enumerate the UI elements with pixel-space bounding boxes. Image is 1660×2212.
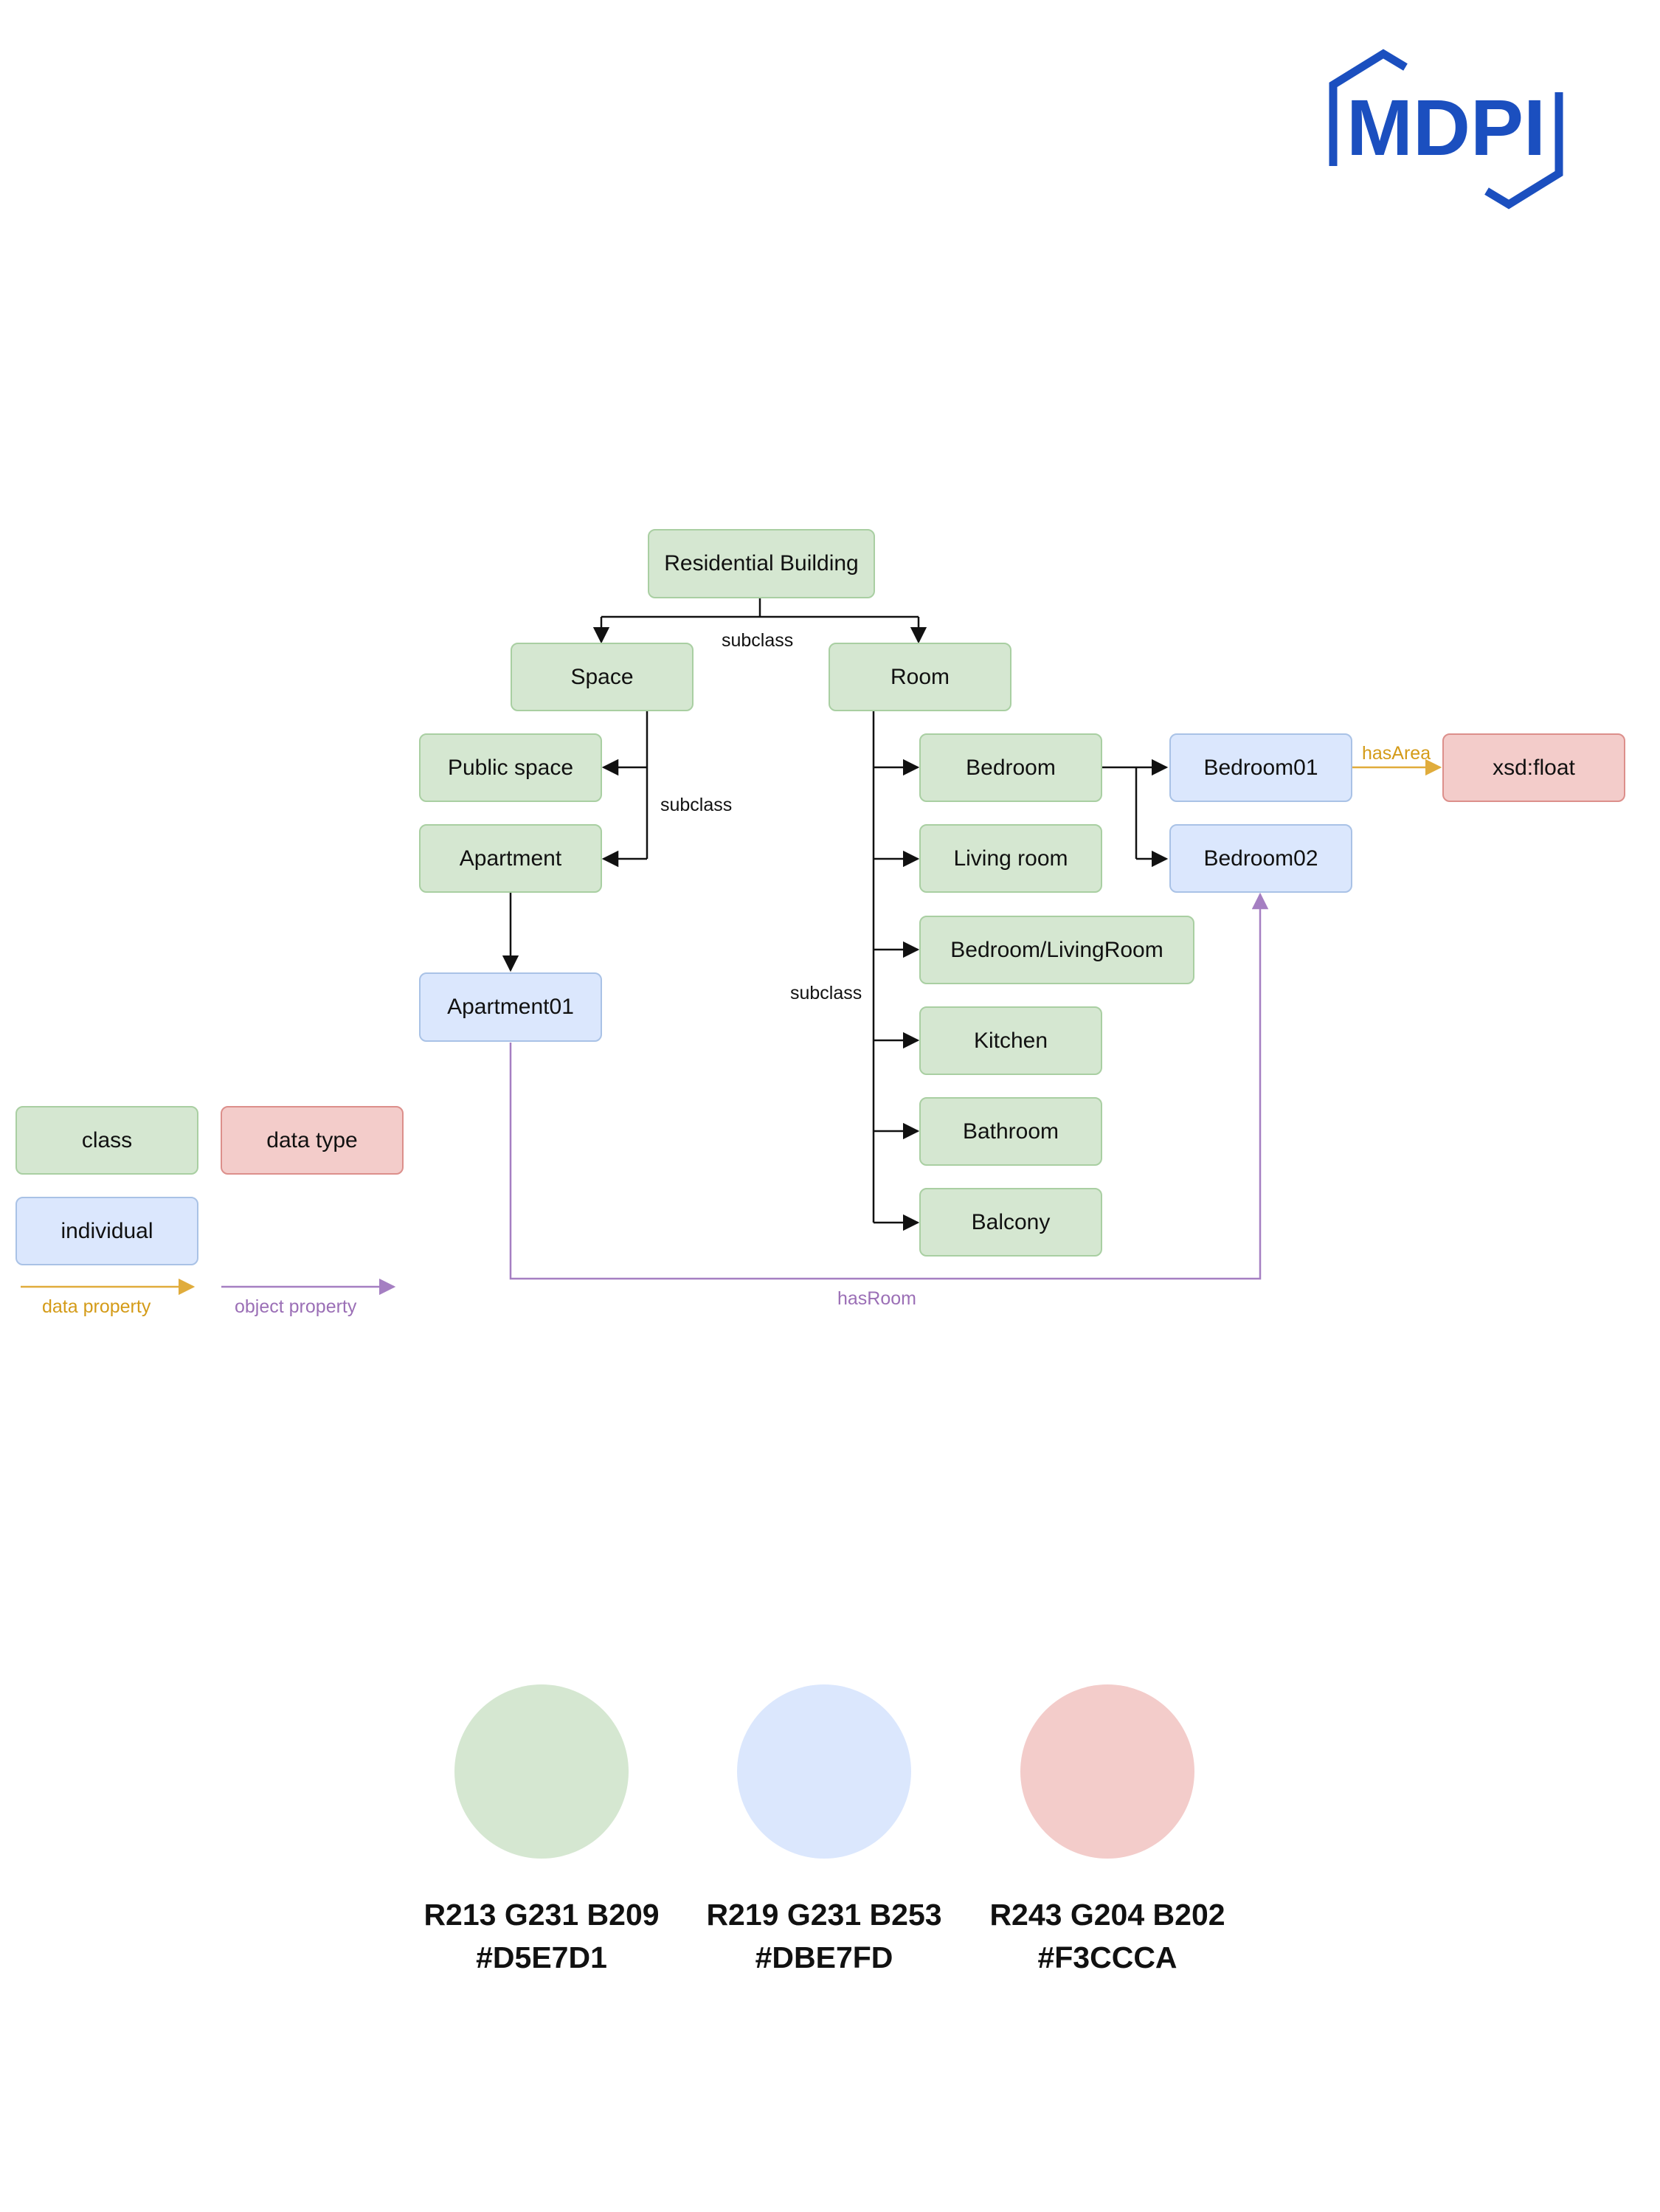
node-kitchen: Kitchen bbox=[919, 1006, 1102, 1075]
node-apartment01: Apartment01 bbox=[419, 972, 602, 1042]
node-label: Balcony bbox=[971, 1209, 1051, 1234]
node-label: Kitchen bbox=[973, 1028, 1048, 1053]
swatch-code-green: R213 G231 B209 #D5E7D1 bbox=[401, 1893, 682, 1979]
rgb-value: R219 G231 B253 bbox=[706, 1898, 942, 1932]
swatch-blue bbox=[737, 1684, 911, 1859]
swatch-code-red: R243 G204 B202 #F3CCCA bbox=[967, 1893, 1248, 1979]
node-label: Bathroom bbox=[962, 1119, 1059, 1144]
node-bedroom: Bedroom bbox=[919, 733, 1102, 802]
node-label: Bedroom02 bbox=[1203, 846, 1318, 871]
node-label: Room bbox=[890, 664, 950, 689]
node-bedroom02: Bedroom02 bbox=[1169, 824, 1352, 893]
rgb-value: R243 G204 B202 bbox=[989, 1898, 1225, 1932]
node-space: Space bbox=[511, 643, 694, 711]
edge-label-has-area: hasArea bbox=[1362, 743, 1431, 764]
swatch-red bbox=[1020, 1684, 1194, 1859]
swatch-green bbox=[454, 1684, 629, 1859]
edge-label-subclass: subclass bbox=[790, 983, 862, 1003]
hex-value: #DBE7FD bbox=[755, 1940, 893, 1974]
node-bedroom01: Bedroom01 bbox=[1169, 733, 1352, 802]
mdpi-logo-icon: MDPI bbox=[1329, 49, 1563, 210]
node-label: Space bbox=[570, 664, 634, 689]
edge-label-has-room: hasRoom bbox=[837, 1288, 916, 1309]
node-public-space: Public space bbox=[419, 733, 602, 802]
legend-label: individual bbox=[60, 1218, 153, 1243]
hex-value: #F3CCCA bbox=[1037, 1940, 1177, 1974]
node-bathroom: Bathroom bbox=[919, 1097, 1102, 1166]
node-xsd-float: xsd:float bbox=[1442, 733, 1625, 802]
node-label: Bedroom/LivingRoom bbox=[950, 937, 1163, 962]
edge-label-subclass: subclass bbox=[660, 795, 733, 815]
node-apartment: Apartment bbox=[419, 824, 602, 893]
node-label: Public space bbox=[447, 755, 574, 780]
node-label: Bedroom bbox=[966, 755, 1056, 780]
node-bedroom-livingroom: Bedroom/LivingRoom bbox=[919, 916, 1194, 984]
node-residential-building: Residential Building bbox=[648, 529, 875, 598]
legend-data-type: data type bbox=[221, 1106, 404, 1175]
legend-individual: individual bbox=[15, 1197, 198, 1265]
legend-label: class bbox=[81, 1127, 133, 1152]
legend-object-property: object property bbox=[235, 1296, 357, 1317]
rgb-value: R213 G231 B209 bbox=[423, 1898, 660, 1932]
node-balcony: Balcony bbox=[919, 1188, 1102, 1257]
node-label: xsd:float bbox=[1493, 755, 1575, 780]
node-room: Room bbox=[829, 643, 1011, 711]
hex-value: #D5E7D1 bbox=[476, 1940, 607, 1974]
node-label: Bedroom01 bbox=[1203, 755, 1318, 780]
node-label: Residential Building bbox=[664, 551, 859, 576]
legend-data-property: data property bbox=[42, 1296, 151, 1317]
node-living-room: Living room bbox=[919, 824, 1102, 893]
node-label: Living room bbox=[953, 846, 1068, 871]
logo-text: MDPI bbox=[1346, 83, 1546, 172]
legend-class: class bbox=[15, 1106, 198, 1175]
node-label: Apartment01 bbox=[447, 995, 574, 1019]
swatch-code-blue: R219 G231 B253 #DBE7FD bbox=[684, 1893, 964, 1979]
edge-label-subclass: subclass bbox=[722, 630, 794, 651]
legend-label: data type bbox=[266, 1127, 358, 1152]
node-label: Apartment bbox=[459, 846, 562, 871]
mdpi-logo: MDPI bbox=[1324, 48, 1568, 210]
